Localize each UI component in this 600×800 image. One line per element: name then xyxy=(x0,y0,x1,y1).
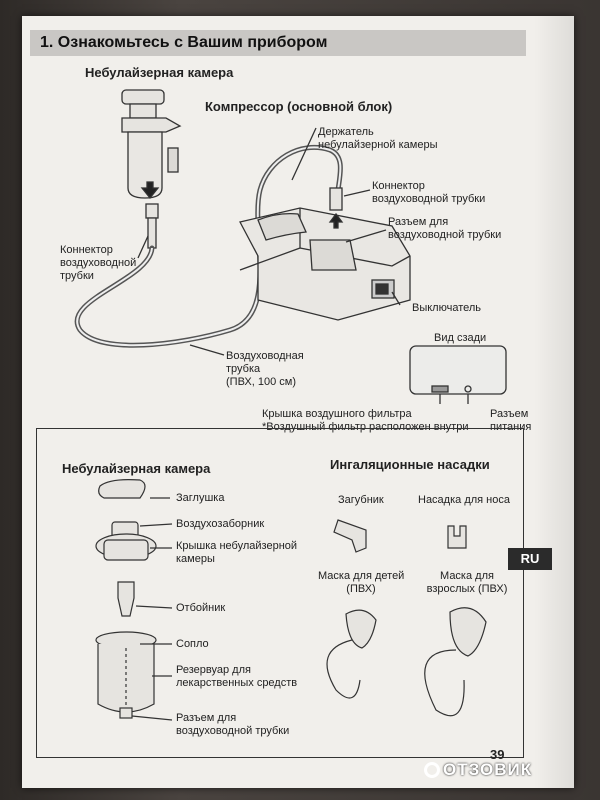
part-air-inlet: Воздухозаборник xyxy=(176,518,265,530)
part-cap: Заглушка xyxy=(176,492,225,504)
part-chamber-lid: Крышка небулайзерной камеры xyxy=(176,540,298,565)
label-child-mask: Маска для детей (ПВХ) xyxy=(318,570,405,595)
label-tube: Воздуховодная трубка (ПВХ, 100 см) xyxy=(226,350,304,388)
label-switch: Выключатель xyxy=(412,302,482,314)
label-holder: Держатель небулайзерной камеры xyxy=(318,126,438,151)
page-number: 39 xyxy=(490,747,505,762)
watermark: ОТЗОВИК xyxy=(443,760,533,779)
part-baffle: Отбойник xyxy=(176,602,226,614)
label-port: Разъем для воздуховодной трубки xyxy=(388,216,502,241)
box-attach-title: Ингаляционные насадки xyxy=(330,457,490,472)
label-connector-right: Коннектор воздуховодной трубки xyxy=(372,180,486,205)
compressor-heading: Компрессор (основной блок) xyxy=(205,99,393,114)
label-nose-piece: Насадка для носа xyxy=(418,494,510,506)
label-mouthpiece: Загубник xyxy=(338,494,384,506)
language-tab: RU xyxy=(508,548,552,570)
label-power-jack: Разъем питания xyxy=(490,408,532,433)
section-title-bar: 1. Ознакомьтесь с Вашим прибором xyxy=(30,30,526,56)
watermark-logo-icon xyxy=(424,762,440,778)
label-rear-view: Вид сзади xyxy=(434,332,487,344)
parts-box xyxy=(36,428,524,758)
nebulizer-chamber-heading: Небулайзерная камера xyxy=(85,65,234,80)
box-chamber-title: Небулайзерная камера xyxy=(62,461,211,476)
part-tube-port: Разъем для воздуховодной трубки xyxy=(176,712,290,737)
part-nozzle: Сопло xyxy=(176,638,209,650)
label-adult-mask: Маска для взрослых (ПВХ) xyxy=(426,570,508,595)
part-reservoir: Резервуар для лекарственных средств xyxy=(176,664,298,689)
label-connector-left: Коннектор воздуховодной трубки xyxy=(60,244,137,282)
label-filter-cover: Крышка воздушного фильтра *Воздушный фил… xyxy=(262,408,469,433)
section-title: 1. Ознакомьтесь с Вашим прибором xyxy=(40,34,328,51)
